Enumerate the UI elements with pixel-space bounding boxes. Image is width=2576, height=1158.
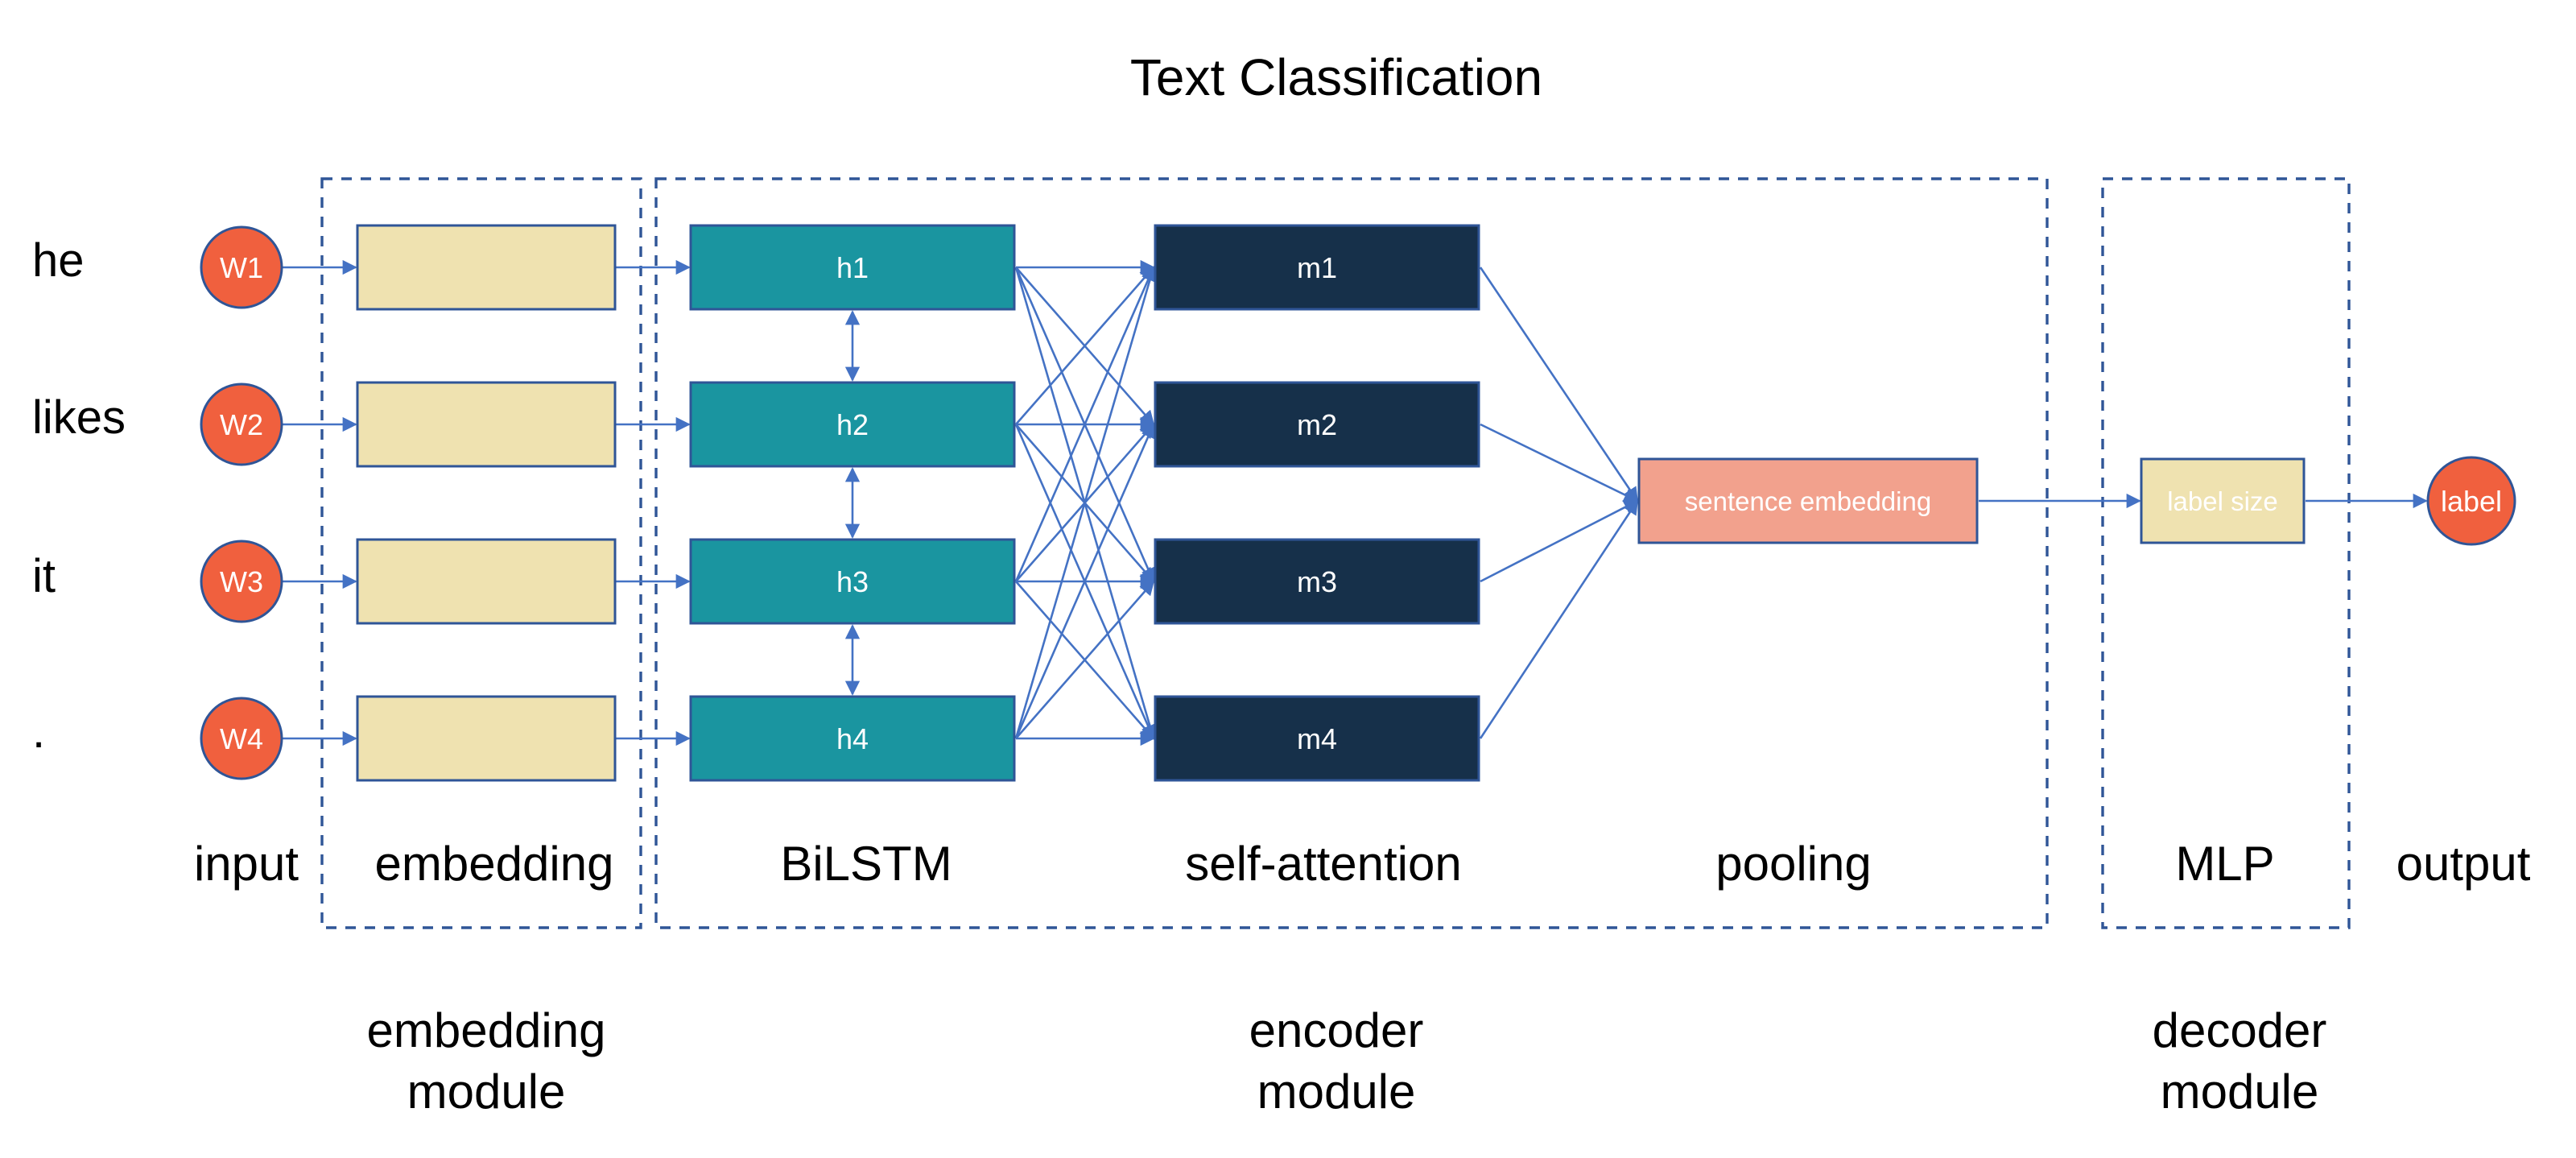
label-size-label: label size: [2167, 486, 2278, 516]
output-label: label: [2441, 485, 2502, 518]
stage-label-bilstm: BiLSTM: [780, 837, 952, 891]
bilstm-box: [689, 381, 1016, 468]
word-label: he: [32, 234, 85, 287]
attention-label: m1: [1297, 251, 1337, 284]
edges-layer: [282, 259, 2428, 746]
stage-label-input: input: [194, 837, 299, 891]
token-label: W3: [220, 565, 263, 598]
decoder-module-label-line1: decoder: [2153, 1003, 2327, 1057]
bilstm-label: h1: [836, 251, 869, 284]
attention-box: [1154, 538, 1480, 625]
output-circle: [2426, 456, 2516, 546]
bilstm-box: [689, 695, 1016, 782]
stage-label-pooling: pooling: [1715, 837, 1872, 891]
attention-box: [1154, 695, 1480, 782]
embedding-box: [356, 381, 617, 468]
attention-label: m4: [1297, 722, 1337, 755]
attention-label: m2: [1297, 408, 1337, 441]
token-circle: [200, 225, 283, 309]
bilstm-label: h4: [836, 722, 869, 755]
embedding-box: [356, 224, 617, 311]
encoder-module-frame: [654, 177, 2049, 929]
decoder-module-frame: [2101, 177, 2351, 929]
embedding-boxes: [356, 224, 617, 782]
stage-label-mlp: MLP: [2175, 837, 2274, 891]
encoder-module-label-line2: module: [1257, 1065, 1416, 1119]
module-labels: embedding module encoder module decoder …: [367, 1003, 2327, 1119]
attention-to-pooling-edge: [1480, 423, 1639, 502]
bilstm-label: h2: [836, 408, 869, 441]
token-circle: [200, 540, 283, 623]
token-label: W1: [220, 251, 263, 284]
encoder-module-label-line1: encoder: [1249, 1003, 1424, 1057]
embedding-module-frame: [320, 177, 642, 929]
bilstm-box: [689, 224, 1016, 311]
embedding-box: [356, 695, 617, 782]
bilstm-box: [689, 538, 1016, 625]
input-words: he likes it .: [32, 234, 126, 758]
embedding-box: [356, 538, 617, 625]
attention-to-pooling-edge: [1479, 499, 1639, 739]
word-label: likes: [32, 391, 126, 444]
sentence-embedding-label: sentence embedding: [1685, 486, 1931, 516]
token-label: W4: [220, 722, 263, 755]
bilstm-to-attention-edge: [1014, 266, 1155, 582]
stage-labels: input embedding BiLSTM self-attention po…: [194, 837, 2531, 891]
embedding-module-label-line2: module: [407, 1065, 566, 1119]
stage-label-embedding: embedding: [375, 837, 614, 891]
bilstm-to-attention-edge: [1015, 266, 1155, 425]
attention-to-pooling-edge: [1480, 499, 1639, 583]
attention-label: m3: [1297, 565, 1337, 598]
attention-box: [1154, 381, 1480, 468]
bilstm-to-attention-edge: [1014, 423, 1155, 739]
bilstm-to-attention-edge: [1015, 580, 1155, 739]
token-circle: [200, 383, 283, 466]
diagram-title: Text Classification: [1130, 48, 1542, 106]
decoder-module-label-line2: module: [2161, 1065, 2319, 1119]
sentence-embedding-box: [1637, 457, 1979, 544]
embedding-module-label-line1: embedding: [367, 1003, 606, 1057]
label-size-box: [2140, 457, 2306, 544]
stage-label-self-attention: self-attention: [1185, 837, 1462, 891]
word-label: it: [32, 550, 56, 602]
token-label: W2: [220, 408, 263, 441]
token-circle: [200, 697, 283, 780]
bilstm-label: h3: [836, 565, 869, 598]
attention-box: [1154, 224, 1480, 311]
word-label: .: [32, 705, 45, 758]
bilstm-to-attention-edge: [1014, 266, 1158, 739]
attention-boxes: m1 m2 m3 m4: [1154, 224, 1480, 782]
bilstm-boxes: h1 h2 h3 h4: [689, 224, 1016, 782]
attention-to-pooling-edge: [1479, 267, 1639, 502]
token-circles: W1 W2 W3 W4: [200, 225, 283, 780]
stage-label-output: output: [2396, 837, 2531, 891]
